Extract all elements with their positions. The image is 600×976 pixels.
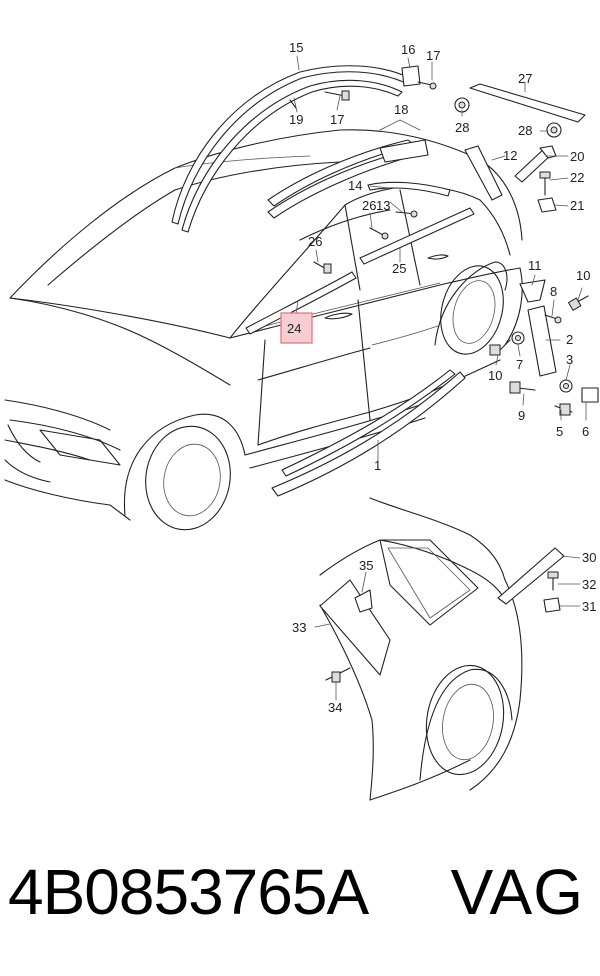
callout-8: 8 (550, 284, 557, 299)
callout-11: 11 (528, 258, 542, 273)
callout-35: 35 (359, 558, 373, 573)
drip-moulding-18 (267, 139, 429, 219)
clip-31 (543, 597, 561, 613)
callout-26b: 26 (308, 234, 322, 249)
trim-20 (514, 145, 557, 183)
bolt-10b (489, 339, 511, 356)
callout-27: 27 (518, 71, 532, 86)
callout-24: 24 (287, 321, 301, 336)
callout-13: 13 (376, 198, 390, 213)
callout-1: 1 (374, 458, 381, 473)
nut-7 (511, 331, 525, 345)
callout-32: 32 (582, 577, 596, 592)
callout-10a: 10 (576, 268, 590, 283)
callout-19: 19 (289, 112, 303, 127)
callout-31: 31 (582, 599, 596, 614)
callout-2: 2 (566, 332, 573, 347)
clip-3 (559, 379, 573, 393)
pillar-trim-33 (319, 579, 391, 676)
callout-18: 18 (394, 102, 408, 117)
callout-30: 30 (582, 550, 596, 565)
part-number: 4B0853765A (8, 856, 369, 928)
pillar-trim-12 (464, 145, 503, 201)
clip-35 (354, 589, 373, 613)
footer: 4B0853765A VAG (0, 855, 600, 945)
callout-17a: 17 (426, 48, 440, 63)
bolt-22 (539, 171, 551, 196)
clip-28a (454, 97, 470, 113)
window-strip-24 (245, 271, 357, 335)
strip-27 (469, 83, 586, 123)
trim-14 (367, 181, 451, 197)
bolt-9 (509, 381, 536, 394)
brand-label: VAG (450, 856, 584, 928)
bolt-5 (554, 403, 573, 416)
callout-10b: 10 (488, 368, 502, 383)
clip-26b (313, 261, 332, 274)
callout-labels: 1 2 3 6 5 7 8 9 10 10 11 12 13 14 15 16 … (287, 40, 596, 715)
clip-28b (546, 122, 562, 138)
clip-26a (369, 227, 389, 240)
callout-28b: 28 (518, 123, 532, 138)
callout-33: 33 (292, 620, 306, 635)
bolt-19 (289, 99, 297, 109)
bracket-16 (401, 65, 421, 87)
screw-34 (325, 667, 351, 683)
callout-14: 14 (348, 178, 362, 193)
bracket-11 (519, 279, 546, 303)
callout-6: 6 (582, 424, 589, 439)
callout-26a: 26 (362, 198, 376, 213)
highlight-box-24 (280, 312, 313, 344)
bolt-8 (544, 314, 562, 324)
inset-rear-quarter (319, 497, 523, 801)
callout-28a: 28 (455, 120, 469, 135)
screw-17a (417, 81, 437, 90)
sill-panel-1 (271, 369, 466, 497)
bracket-6 (581, 387, 599, 403)
callout-22: 22 (570, 170, 584, 185)
leader-lines (293, 55, 587, 701)
window-strip-25 (359, 207, 475, 265)
callout-20: 20 (570, 149, 584, 164)
bolt-32 (547, 571, 559, 591)
callout-34: 34 (328, 700, 342, 715)
callout-3: 3 (566, 352, 573, 367)
screw-13 (395, 210, 418, 218)
bolt-10a (567, 295, 589, 312)
callout-9: 9 (518, 408, 525, 423)
callout-7: 7 (516, 357, 523, 372)
clip-21 (537, 197, 557, 213)
callout-21: 21 (570, 198, 584, 213)
callout-5: 5 (556, 424, 563, 439)
callout-17b: 17 (330, 112, 344, 127)
callout-12: 12 (503, 148, 517, 163)
callout-15: 15 (289, 40, 303, 55)
callout-25: 25 (392, 261, 406, 276)
screw-17b (324, 90, 350, 101)
pillar-2 (527, 305, 557, 377)
callout-16: 16 (401, 42, 415, 57)
